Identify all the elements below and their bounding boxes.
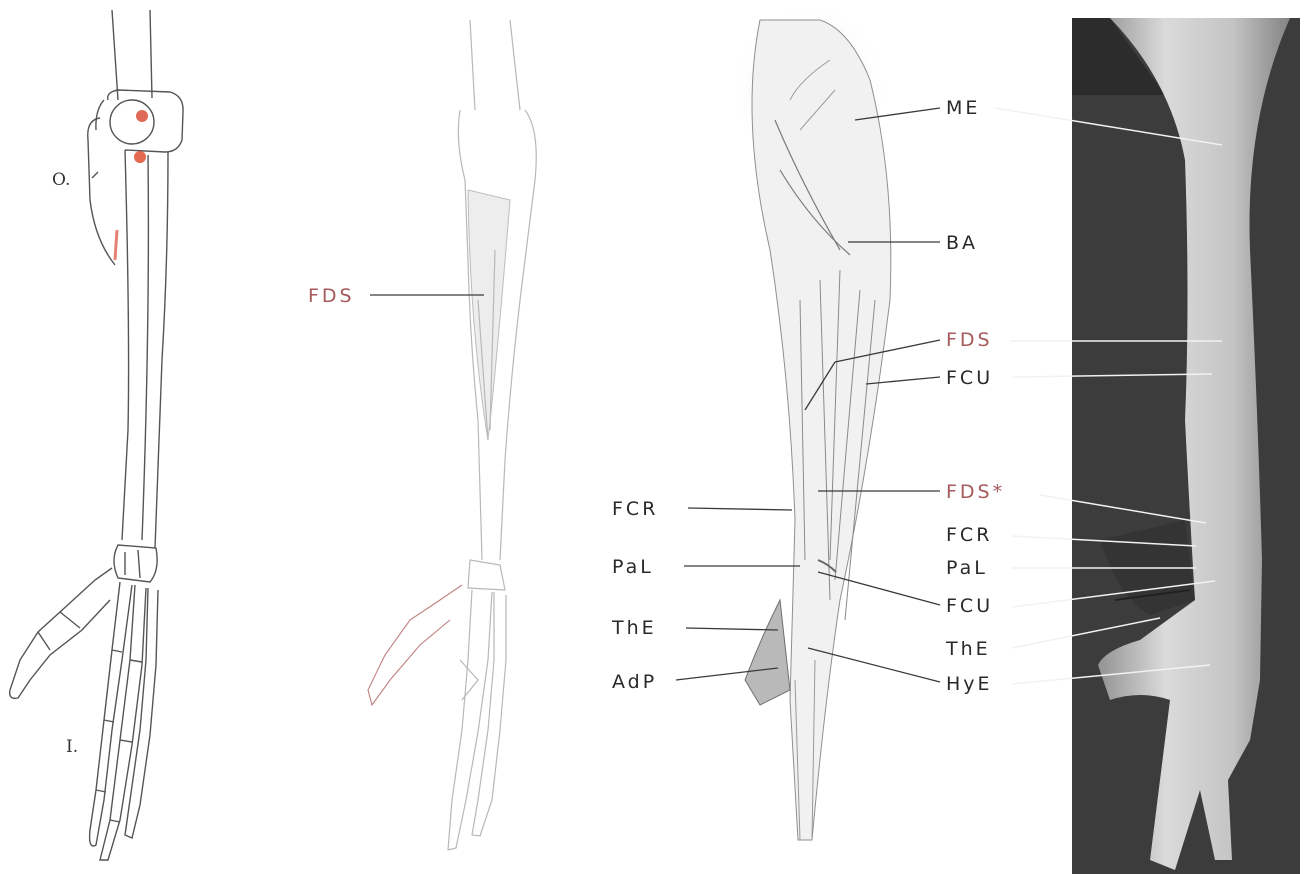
label-fcr-right: FCR [946,524,992,546]
label-fds: FDS [946,329,993,351]
fds-label-panel2: FDS [308,285,355,307]
label-the-left: ThE [611,617,657,639]
label-hye: HyE [946,673,993,695]
panel3-dissection [730,0,891,840]
panel4-photograph [1072,18,1300,874]
label-fcr-left: FCR [612,498,658,520]
panel2-muscle-drawing [368,20,536,850]
label-me: ME [946,97,980,119]
label-the-right: ThE [945,638,991,660]
label-fcu-lower: FCU [946,595,993,617]
label-pal-left: PaL [612,556,654,578]
origin-label: O. [52,170,70,190]
label-fds-star: FDS* [946,481,1005,503]
label-adp: AdP [612,671,657,693]
label-fcu: FCU [946,367,993,389]
origin-mark [134,151,146,163]
origin-mark [136,110,148,122]
label-ba: BA [946,232,978,254]
panel1-skeleton [10,10,183,860]
insertion-label: I. [66,737,78,757]
label-pal-right: PaL [946,557,988,579]
